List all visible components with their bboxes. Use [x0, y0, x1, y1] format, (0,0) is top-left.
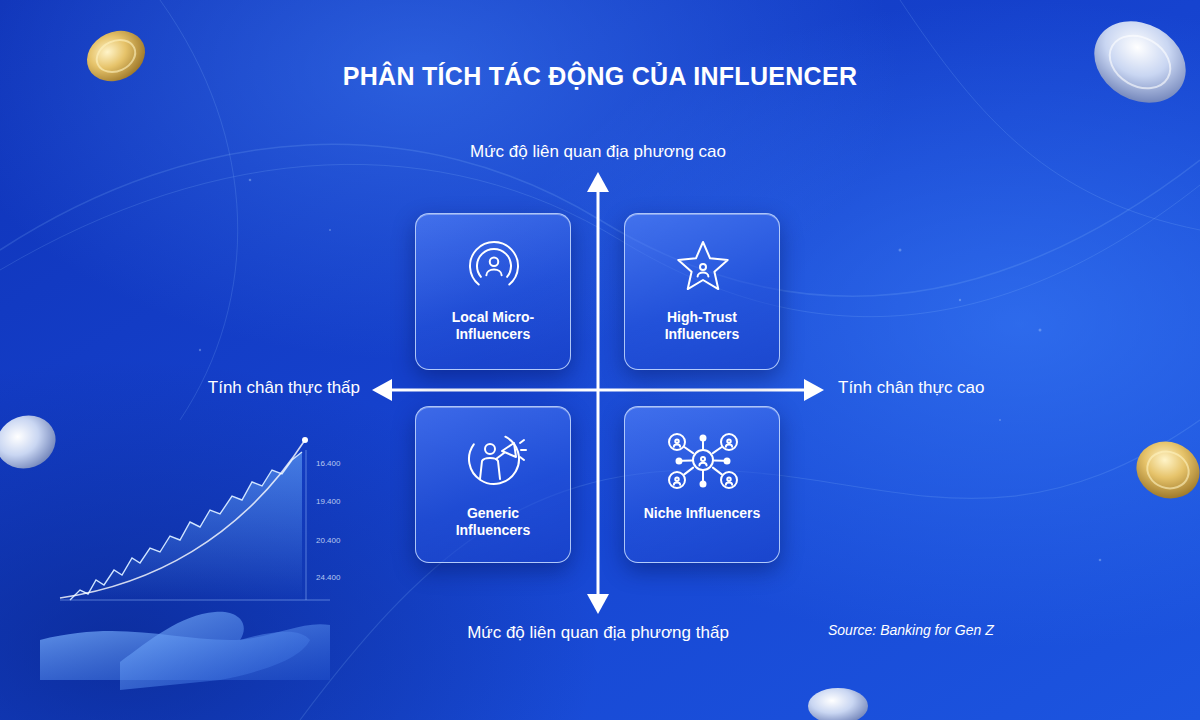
- chart-tick: 16.400: [316, 459, 340, 468]
- chart-tick: 24.400: [316, 573, 340, 582]
- quadrant-box: High-Trust Influencers: [624, 213, 780, 370]
- box-label: Local Micro- Influencers: [429, 309, 557, 343]
- chart-tick: 20.400: [316, 536, 340, 545]
- quadrant-icon: [625, 214, 781, 304]
- quadrant-box: Local Micro- Influencers: [415, 213, 571, 370]
- quadrant-icon: [416, 407, 572, 497]
- source-note: Source: Banking for Gen Z: [828, 622, 994, 638]
- quadrant-box: Niche Influencers: [624, 406, 780, 563]
- box-label: Niche Influencers: [638, 505, 766, 522]
- axis-label: Mức độ liên quan địa phương thấp: [467, 623, 729, 643]
- quadrant-icon: [625, 407, 781, 497]
- diagram-title: PHÂN TÍCH TÁC ĐỘNG CỦA INFLUENCER: [0, 62, 1200, 91]
- box-label: High-Trust Influencers: [638, 309, 766, 343]
- axis-label: Tính chân thực thấp: [208, 378, 360, 398]
- chart-tick: 19.400: [316, 497, 340, 506]
- box-label: Generic Influencers: [429, 505, 557, 539]
- axis-label: Tính chân thực cao: [838, 378, 985, 398]
- quadrant-box: Generic Influencers: [415, 406, 571, 563]
- quadrant-icon: [416, 214, 572, 304]
- axis-label: Mức độ liên quan địa phương cao: [470, 142, 726, 162]
